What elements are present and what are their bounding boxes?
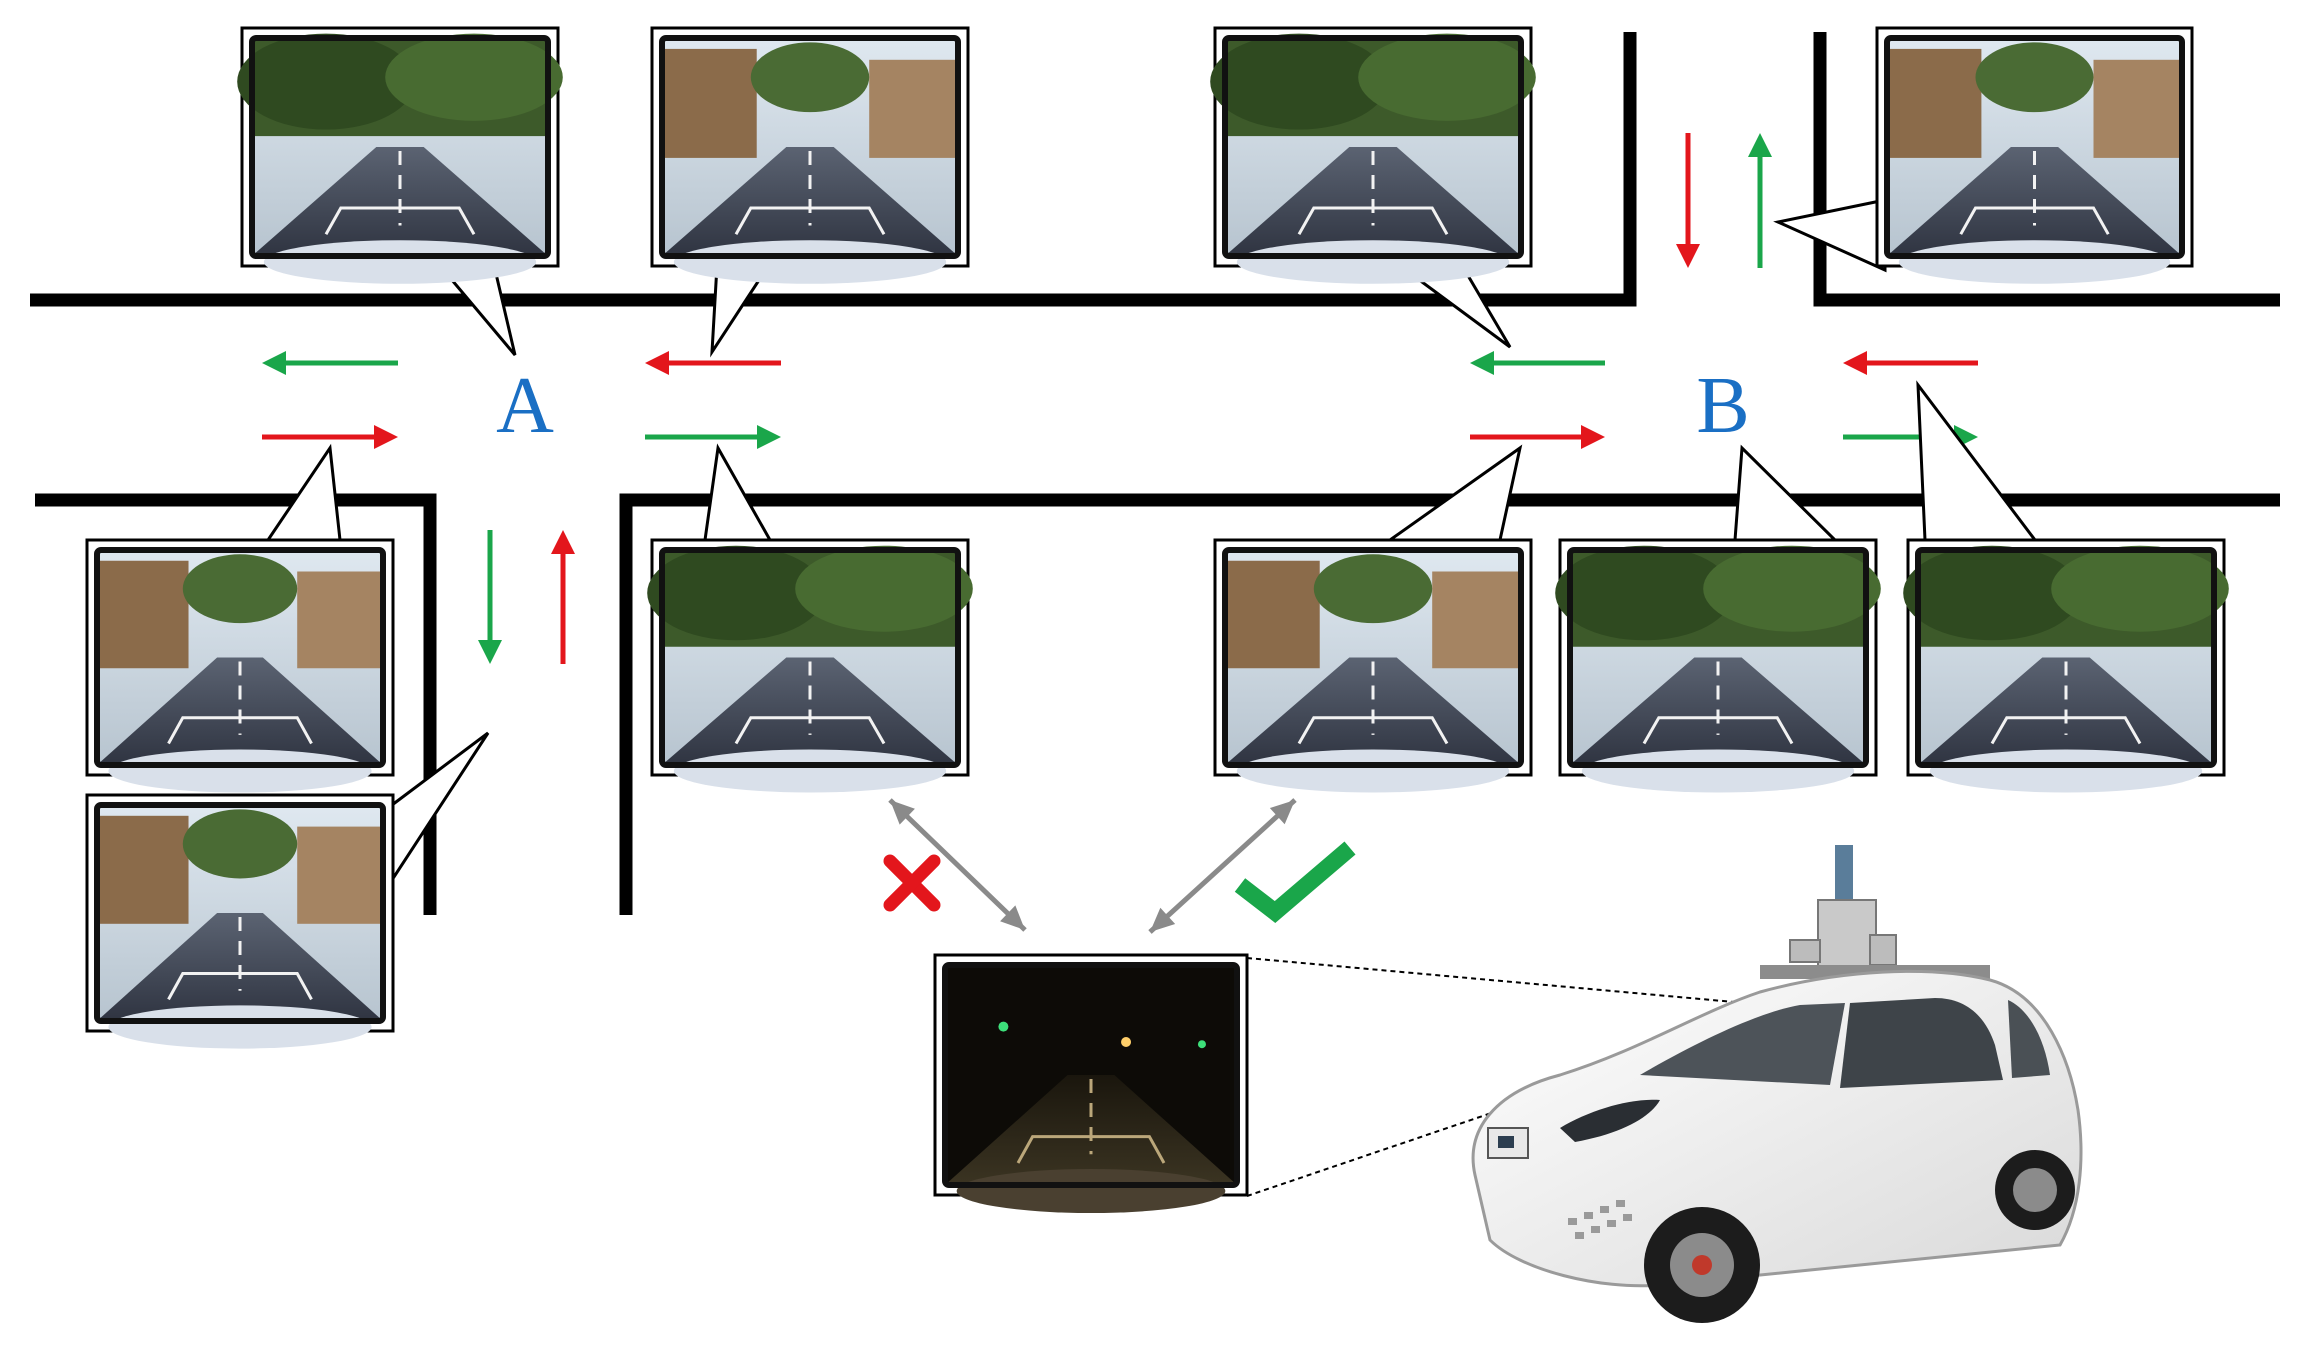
road-network — [30, 32, 2280, 915]
intersection-a-label: A — [496, 362, 554, 450]
match-arrowhead — [1150, 907, 1176, 932]
arrow-b-west-green — [1470, 351, 1605, 375]
camera-view-b-north-left — [1210, 26, 1536, 284]
match-arrowhead — [1000, 905, 1025, 930]
camera-view-a-south-right — [647, 538, 973, 793]
camera-view-a-north-right — [650, 26, 970, 284]
callout-b-north-right — [1773, 198, 1887, 273]
intersection-b-label: B — [1696, 362, 1749, 450]
callout-b-south-right — [1916, 380, 2039, 542]
callout-a-south-left-bottom — [390, 731, 490, 886]
match-arrowhead — [890, 800, 915, 825]
check-icon — [1234, 841, 1356, 923]
arrow-b-south-red — [1676, 133, 1700, 268]
road-edge-top-right — [1813, 32, 2280, 307]
arrow-a-north-red — [551, 530, 575, 664]
arrow-a-inner-east-green — [645, 425, 781, 449]
arrow-a-east-red — [262, 425, 398, 449]
arrow-a-south-green — [478, 530, 502, 664]
camera-view-a-north-left — [237, 26, 563, 284]
camera-view-a-south-left-bottom — [85, 793, 395, 1049]
camera-view-a-south-left-top — [85, 538, 395, 793]
camera-mount-guides — [1246, 957, 1746, 1197]
arrow-b-inner-west-red — [1843, 351, 1978, 375]
arrow-b-north-green — [1748, 133, 1772, 268]
arrow-a-west-green — [262, 351, 398, 375]
camera-view-b-south-mid — [1555, 538, 1881, 793]
cross-icon — [883, 854, 941, 912]
camera-view-images — [85, 26, 2229, 1213]
match-arrow-right — [1148, 798, 1297, 934]
survey-car-icon — [1471, 845, 2083, 1323]
road-edge-bottom-right — [619, 493, 2280, 915]
image-match-indicators — [883, 798, 1356, 934]
camera-view-b-south-right — [1903, 538, 2229, 793]
match-arrowhead — [1269, 800, 1295, 825]
match-arrow-left — [888, 798, 1027, 932]
camera-view-b-north-right — [1875, 26, 2194, 284]
camera-view-b-south-left — [1213, 538, 1533, 793]
arrow-b-east-red — [1470, 425, 1605, 449]
arrow-a-inner-west-red — [645, 351, 781, 375]
camera-view-night-query — [933, 953, 1249, 1213]
road-edge-top-left — [30, 32, 1637, 307]
